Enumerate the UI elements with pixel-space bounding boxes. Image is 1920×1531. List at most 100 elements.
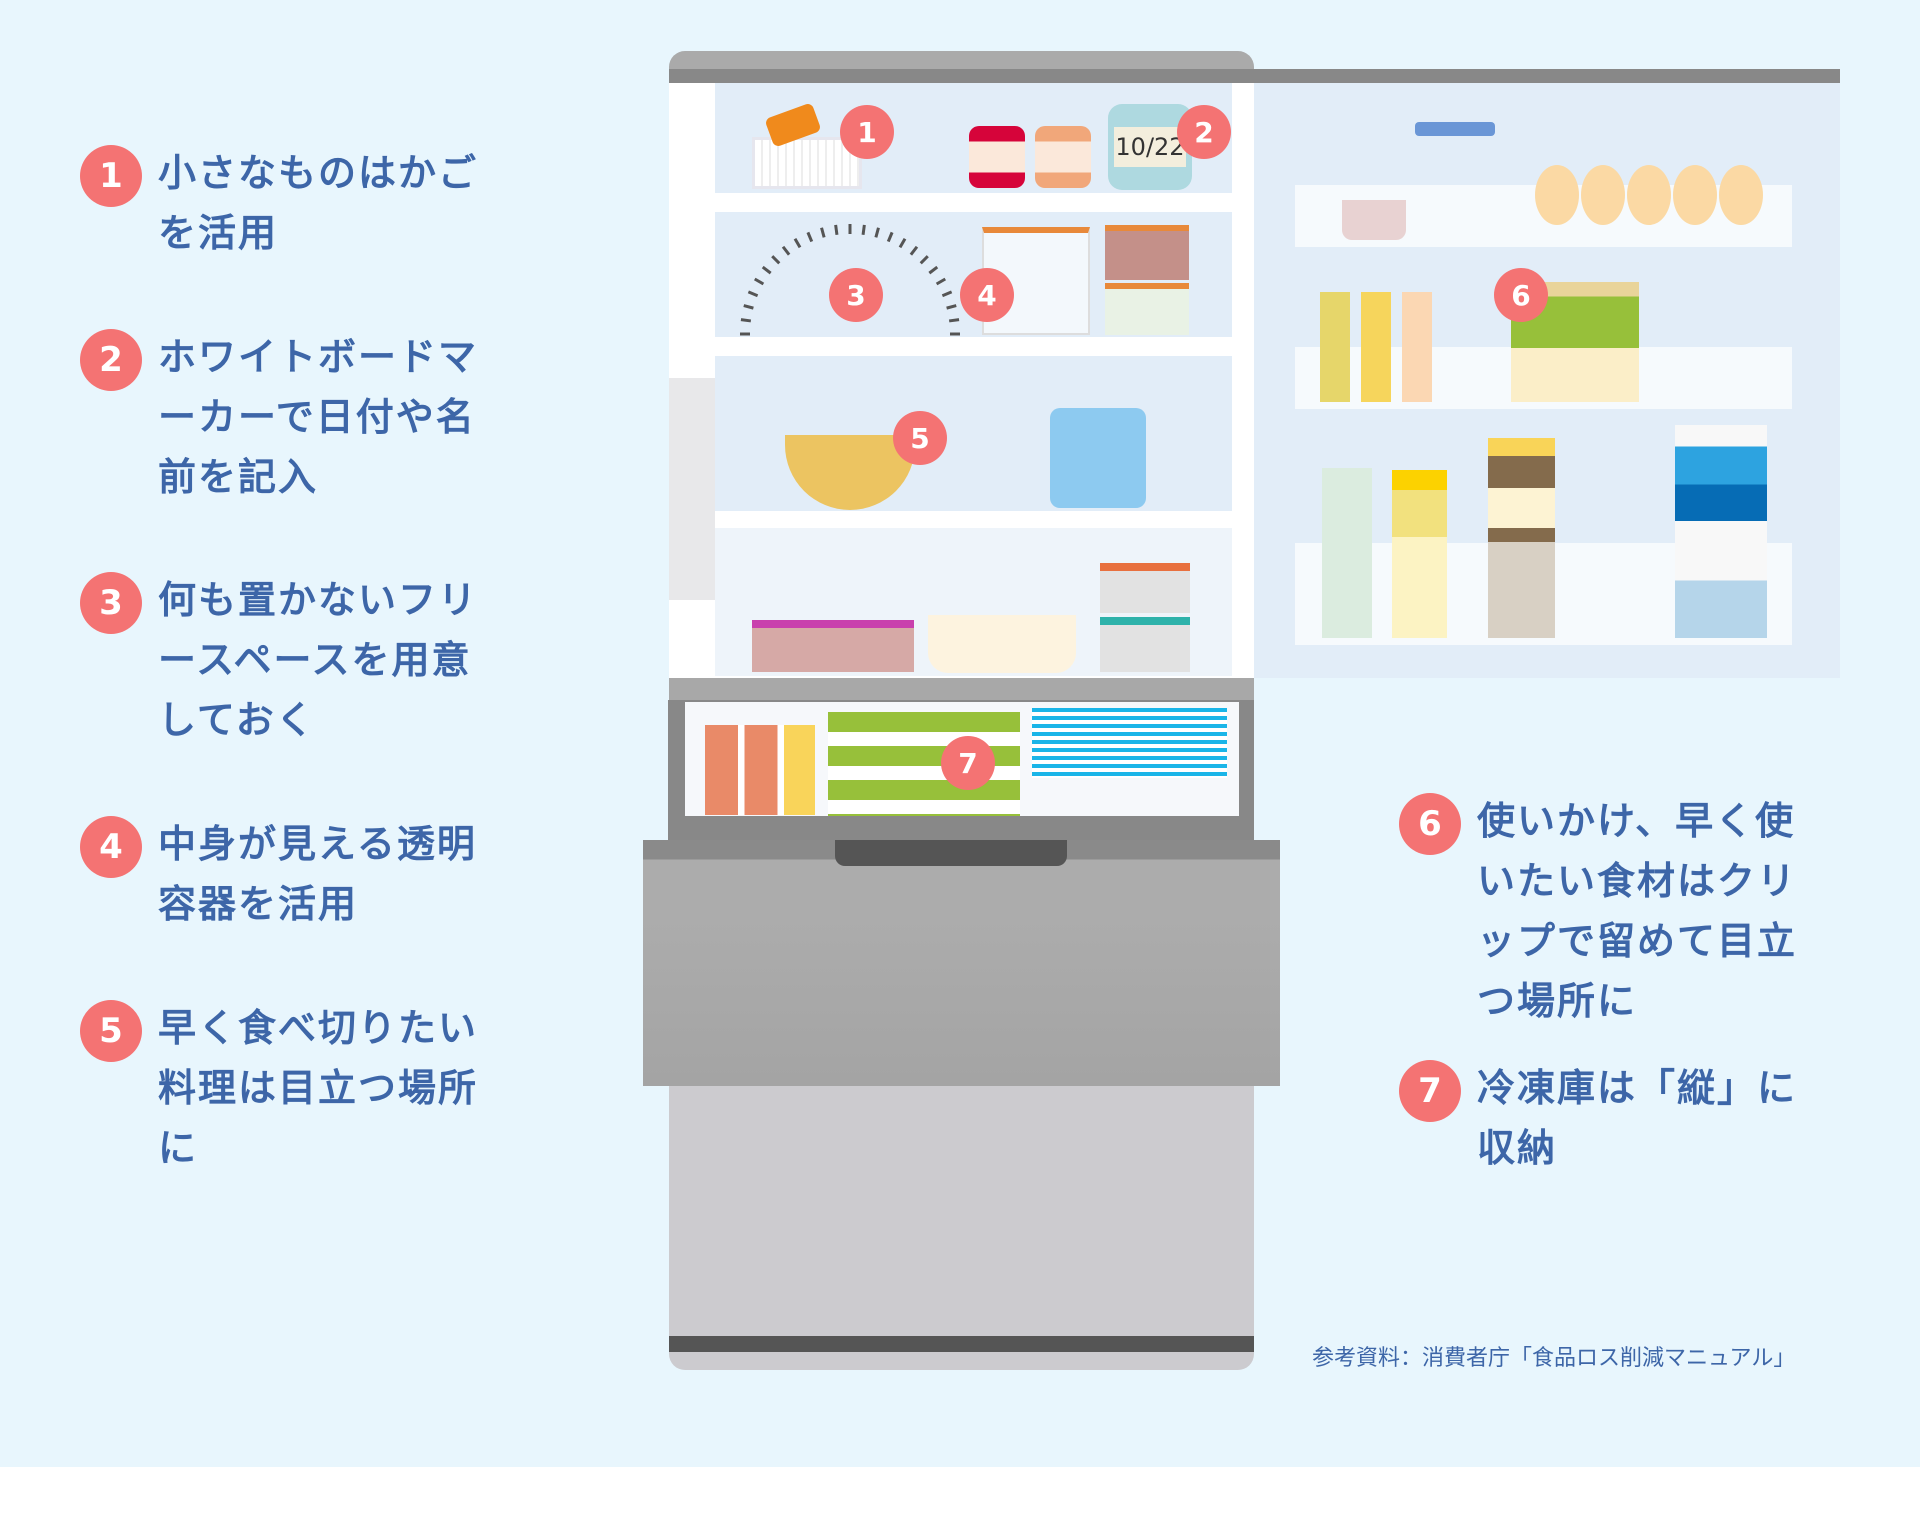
container-icon: [1100, 563, 1190, 613]
tip-text: 冷凍庫は「縦」に収納: [1477, 1058, 1797, 1178]
gauge-tick: [886, 231, 894, 243]
tip-text: 使いかけ、早く使いたい食材はクリップで留めて目立つ場所に: [1477, 791, 1797, 1031]
bottle-icon: [1342, 200, 1406, 240]
tip-line: ップで留めて目立: [1477, 919, 1798, 963]
badge-4: 4: [960, 268, 1014, 322]
badge-2: 2: [1177, 105, 1231, 159]
tip-line: 料理は目立つ場所: [158, 1066, 479, 1110]
tip-line: 容器を活用: [158, 882, 359, 926]
gauge-tick: [898, 237, 907, 249]
gauge-tick: [820, 227, 826, 238]
jar-icon: [1035, 126, 1091, 188]
tip-line: 収納: [1477, 1126, 1558, 1170]
jam-jar-icon: [969, 126, 1025, 188]
tip-number: 1: [80, 145, 142, 207]
gauge-tick: [753, 277, 765, 286]
gauge-tick: [740, 318, 752, 323]
gauge-tick: [771, 255, 781, 265]
gauge-tick: [743, 304, 754, 310]
gauge-tick: [781, 245, 791, 256]
tip-line: 中身が見える透明: [158, 822, 477, 866]
tip-line: つ場所に: [1477, 979, 1638, 1023]
egg-icon: [1719, 165, 1763, 225]
tip-line: を活用: [158, 211, 279, 255]
badge-5: 5: [893, 411, 947, 465]
tip-line: に: [158, 1126, 199, 1170]
tip-text: ホワイトボードマーカーで日付や名前を記入: [158, 327, 478, 507]
clear-container-icon: [1105, 225, 1189, 280]
freezer-divider: [669, 678, 1254, 700]
eggs-icon: [1535, 165, 1765, 225]
tip-5: 5 早く食べ切りたい料理は目立つ場所に: [80, 998, 520, 1178]
gauge-tick: [761, 265, 772, 275]
gauge-tick: [747, 290, 759, 298]
tip-line: 小さなものはかご: [158, 151, 479, 195]
tip-line: ースペースを用意: [158, 638, 472, 682]
drawer-handle[interactable]: [835, 840, 1067, 866]
container-icon: [1100, 617, 1190, 672]
container-icon: [928, 615, 1076, 673]
tube-icon: [1402, 292, 1432, 402]
gauge-tick: [909, 245, 919, 256]
tip-number: 4: [80, 816, 142, 878]
tip-1: 1 小さなものはかごを活用: [80, 143, 520, 263]
shelf-3: [715, 356, 1232, 511]
tip-6: 6 使いかけ、早く使いたい食材はクリップで留めて目立つ場所に: [1399, 791, 1839, 1031]
labeled-jar: 10/22: [1108, 104, 1192, 190]
drawer-edge: [669, 1336, 1254, 1352]
egg-icon: [1581, 165, 1625, 225]
tip-7: 7 冷凍庫は「縦」に収納: [1399, 1058, 1839, 1178]
egg-icon: [1535, 165, 1579, 225]
gauge-tick: [941, 290, 953, 298]
gauge-tick: [806, 231, 814, 243]
bottle-icon: [1322, 468, 1372, 638]
container-icon: [752, 620, 914, 672]
tip-number: 5: [80, 1000, 142, 1062]
jar-label: 10/22: [1114, 127, 1186, 167]
tip-line: 早く食べ切りたい: [158, 1006, 479, 1050]
free-space-gauge-icon: [740, 224, 960, 336]
frozen-bags-icon: [705, 725, 815, 815]
gauge-tick: [834, 224, 839, 236]
tip-number: 2: [80, 329, 142, 391]
tip-line: 冷凍庫は「縦」に: [1477, 1066, 1798, 1110]
egg-icon: [1673, 165, 1717, 225]
freezer-drawer: [643, 840, 1280, 1086]
tip-text: 早く食べ切りたい料理は目立つ場所に: [158, 998, 478, 1178]
gauge-tick: [874, 227, 880, 238]
tip-text: 何も置かないフリースペースを用意しておく: [158, 570, 478, 750]
freezer-bag-icon: [1032, 708, 1227, 778]
tip-line: いたい食材はクリ: [1477, 859, 1798, 903]
gauge-tick: [948, 318, 960, 323]
vegetable-drawer[interactable]: [669, 1086, 1254, 1370]
tip-text: 小さなものはかごを活用: [158, 143, 478, 263]
milk-carton-icon: [1675, 425, 1767, 638]
tip-line: 何も置かないフリ: [158, 578, 479, 622]
gauge-tick: [928, 265, 939, 275]
clear-container-icon: [1105, 283, 1189, 335]
tip-2: 2 ホワイトボードマーカーで日付や名前を記入: [80, 327, 520, 507]
side-wall: [669, 378, 715, 600]
source-note: 参考資料：消費者庁「食品ロス削減マニュアル」: [1312, 1346, 1796, 1371]
badge-1: 1: [840, 105, 894, 159]
tip-line: ホワイトボードマ: [158, 335, 479, 379]
tip-line: しておく: [158, 698, 316, 742]
badge-3: 3: [829, 268, 883, 322]
tube-icon: [1320, 292, 1350, 402]
tip-4: 4 中身が見える透明容器を活用: [80, 814, 520, 934]
tip-number: 7: [1399, 1060, 1461, 1122]
tip-line: 前を記入: [158, 455, 319, 499]
tip-text: 中身が見える透明容器を活用: [158, 814, 477, 934]
tip-number: 3: [80, 572, 142, 634]
tip-line: ーカーで日付や名: [158, 395, 476, 439]
bottle-icon: [1392, 470, 1447, 638]
gauge-tick: [919, 255, 929, 265]
tip-line: 使いかけ、早く使: [1477, 799, 1796, 843]
fridge-top-rail: [669, 69, 1840, 83]
gauge-tick: [861, 224, 866, 236]
badge-6: 6: [1494, 268, 1548, 322]
gauge-tick: [793, 237, 802, 249]
tip-number: 6: [1399, 793, 1461, 855]
yogurt-icon: [1050, 408, 1146, 508]
gauge-tick: [935, 277, 947, 286]
